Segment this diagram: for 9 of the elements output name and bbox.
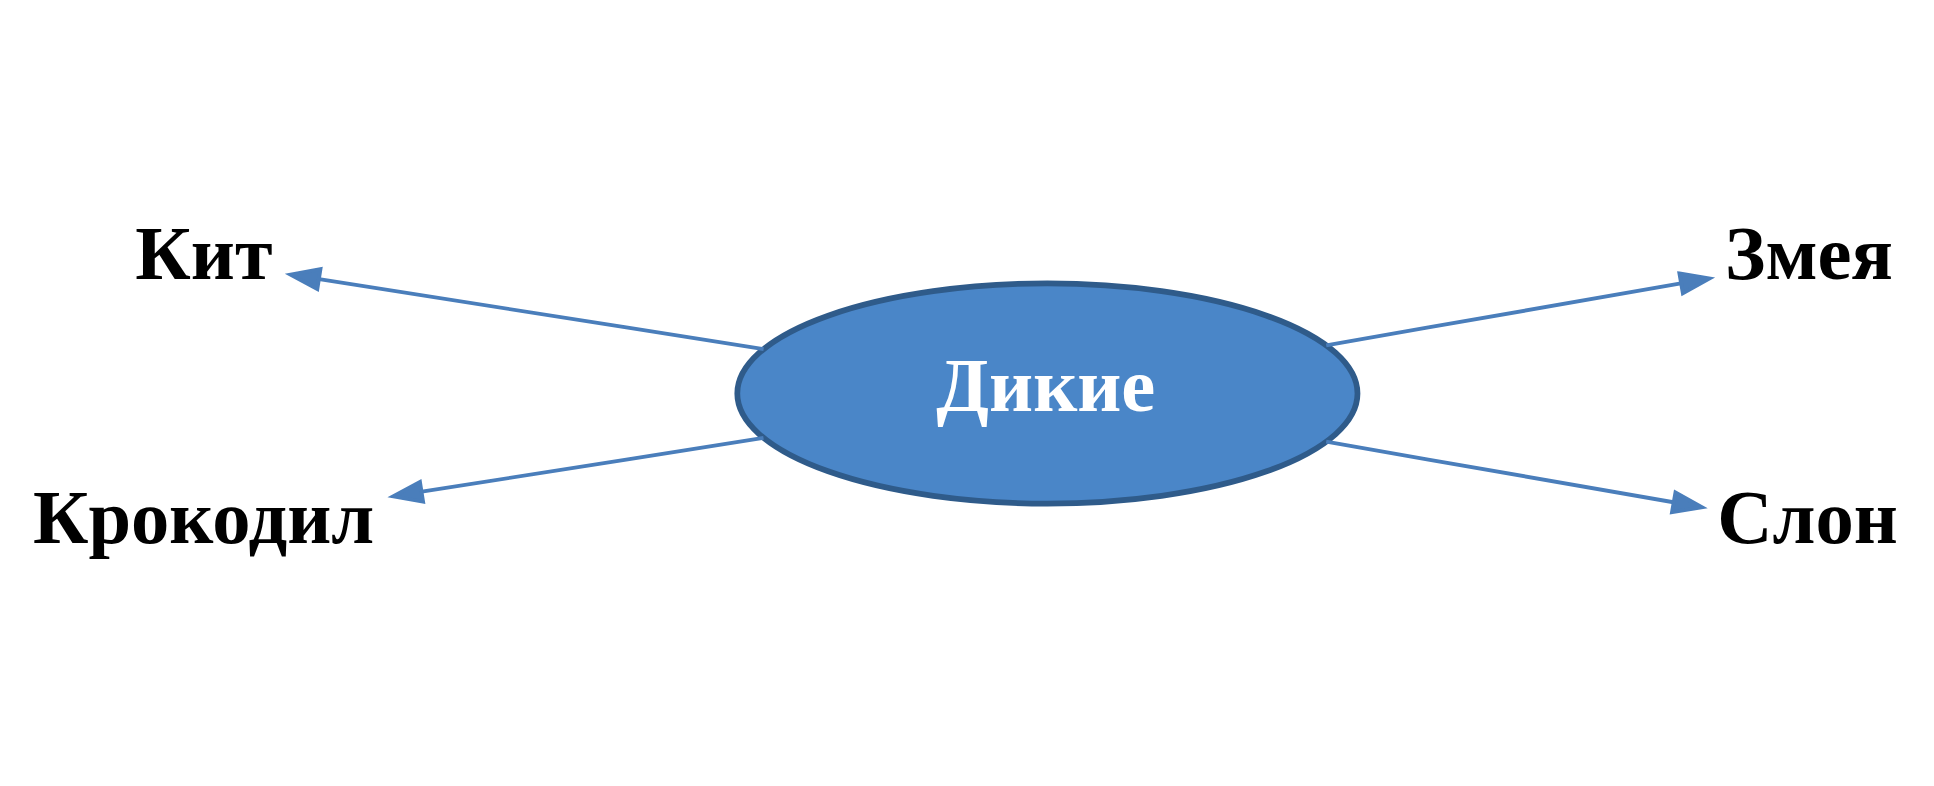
arrow [387, 435, 764, 504]
arrow [284, 266, 764, 351]
node-ellipse: Дикие [734, 280, 1361, 506]
arrow [1325, 439, 1708, 515]
node-text: Кит [135, 210, 273, 296]
node-text: Змея [1725, 210, 1893, 296]
node-text: Слон [1717, 474, 1898, 560]
node-text: Крокодил [32, 474, 375, 560]
arrow [1325, 270, 1716, 347]
